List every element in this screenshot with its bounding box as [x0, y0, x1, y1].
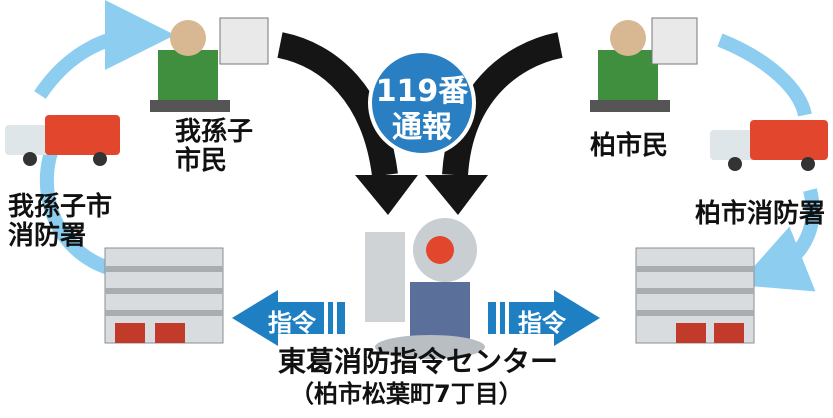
abiko-station-label: 我孫子市 消防署 — [8, 192, 113, 252]
emergency-call-badge — [368, 49, 476, 157]
dispatcher-operator-icon — [365, 218, 485, 359]
kashiwa-cycle-arrows — [717, 33, 820, 292]
person-on-phone-icon — [590, 17, 698, 112]
center-address-label: （柏市松葉町7丁目） — [290, 380, 523, 408]
abiko-citizen-label: 我孫子 市民 — [175, 117, 254, 177]
command-label-right: 指令 — [518, 309, 566, 337]
badge-line-1: 119番 — [375, 74, 469, 109]
command-label-left: 指令 — [268, 309, 316, 337]
command-arrow-right — [488, 290, 600, 346]
kashiwa-station-label: 柏市消防署 — [695, 199, 826, 229]
fire-truck-icon — [710, 120, 828, 171]
command-arrow-left — [232, 290, 345, 346]
fire-truck-icon — [5, 115, 120, 166]
fire-station-building-icon — [635, 247, 755, 344]
center-name-label: 東葛消防指令センター — [278, 345, 559, 378]
kashiwa-citizen-label: 柏市民 — [590, 131, 669, 161]
report-arrows — [277, 32, 563, 215]
badge-line-2: 通報 — [392, 110, 452, 145]
person-on-phone-icon — [150, 17, 269, 112]
fire-station-building-icon — [104, 247, 224, 344]
